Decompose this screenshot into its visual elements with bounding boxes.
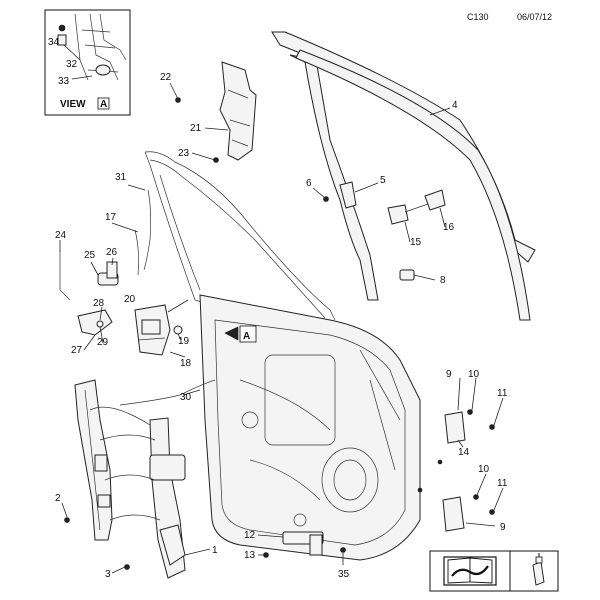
mirror-bracket-part-21 (219, 61, 257, 161)
callout-28: 28 (93, 298, 105, 309)
legend-symbols-box (429, 550, 559, 592)
inset-view-letter: A (100, 99, 107, 110)
window-regulator-part-1 (74, 379, 186, 579)
callout-15: 15 (410, 237, 422, 248)
inset-callout-32: 32 (66, 59, 78, 70)
callout-10-upper: 10 (468, 369, 480, 380)
callout-10-lower: 10 (478, 464, 490, 475)
inset-callout-34: 34 (48, 37, 60, 48)
callout-23: 23 (178, 148, 190, 159)
callout-14: 14 (458, 447, 470, 458)
check-strap-part-12 (263, 531, 346, 558)
inset-view-a: 34 32 33 VIEW A (44, 9, 131, 116)
callout-17: 17 (105, 212, 117, 223)
small-parts (323, 181, 446, 281)
callout-19: 19 (178, 336, 190, 347)
callout-35: 35 (338, 569, 350, 580)
callout-21: 21 (190, 123, 202, 134)
callout-11-lower: 11 (497, 478, 508, 489)
callout-24: 24 (55, 230, 67, 241)
door-hinges (442, 409, 495, 532)
callout-9-upper: 9 (446, 369, 452, 380)
callout-4: 4 (452, 100, 458, 111)
view-a-letter: A (243, 331, 250, 342)
door-lock-assembly (134, 304, 183, 356)
window-channel-part-4 (271, 31, 536, 321)
callout-30: 30 (180, 392, 192, 403)
adhesive-tube-icon (532, 553, 545, 586)
callout-29: 29 (97, 337, 109, 348)
callout-8: 8 (440, 275, 446, 286)
callout-2: 2 (55, 493, 61, 504)
callout-16: 16 (443, 222, 455, 233)
callout-12: 12 (244, 530, 256, 541)
diagram-date: 06/07/12 (517, 12, 552, 22)
callout-1: 1 (212, 545, 218, 556)
callout-labels: 1 2 3 4 5 6 7 8 9 9 10 10 11 11 12 13 14… (55, 72, 520, 580)
handle-bracket (59, 250, 119, 336)
diagram-code: C130 (467, 12, 489, 22)
callout-22: 22 (160, 72, 172, 83)
callout-5: 5 (380, 175, 386, 186)
callout-9-lower: 9 (500, 522, 506, 533)
fasteners (64, 97, 443, 570)
leader-lines (59, 82, 504, 574)
callout-27: 27 (71, 345, 83, 356)
callout-13: 13 (244, 550, 256, 561)
manual-book-icon (443, 556, 497, 586)
callout-25: 25 (84, 250, 96, 261)
callout-18: 18 (180, 358, 192, 369)
callout-6: 6 (306, 178, 312, 189)
inset-view-label: VIEW (60, 99, 86, 110)
view-a-marker: A (224, 325, 257, 343)
cables (119, 189, 216, 406)
door-inner-panel (144, 151, 421, 561)
callout-20: 20 (124, 294, 136, 305)
callout-11-upper: 11 (497, 388, 508, 399)
callout-26: 26 (106, 247, 118, 258)
callout-31: 31 (115, 172, 127, 183)
callout-3: 3 (105, 569, 111, 580)
inset-callout-33: 33 (58, 76, 70, 87)
